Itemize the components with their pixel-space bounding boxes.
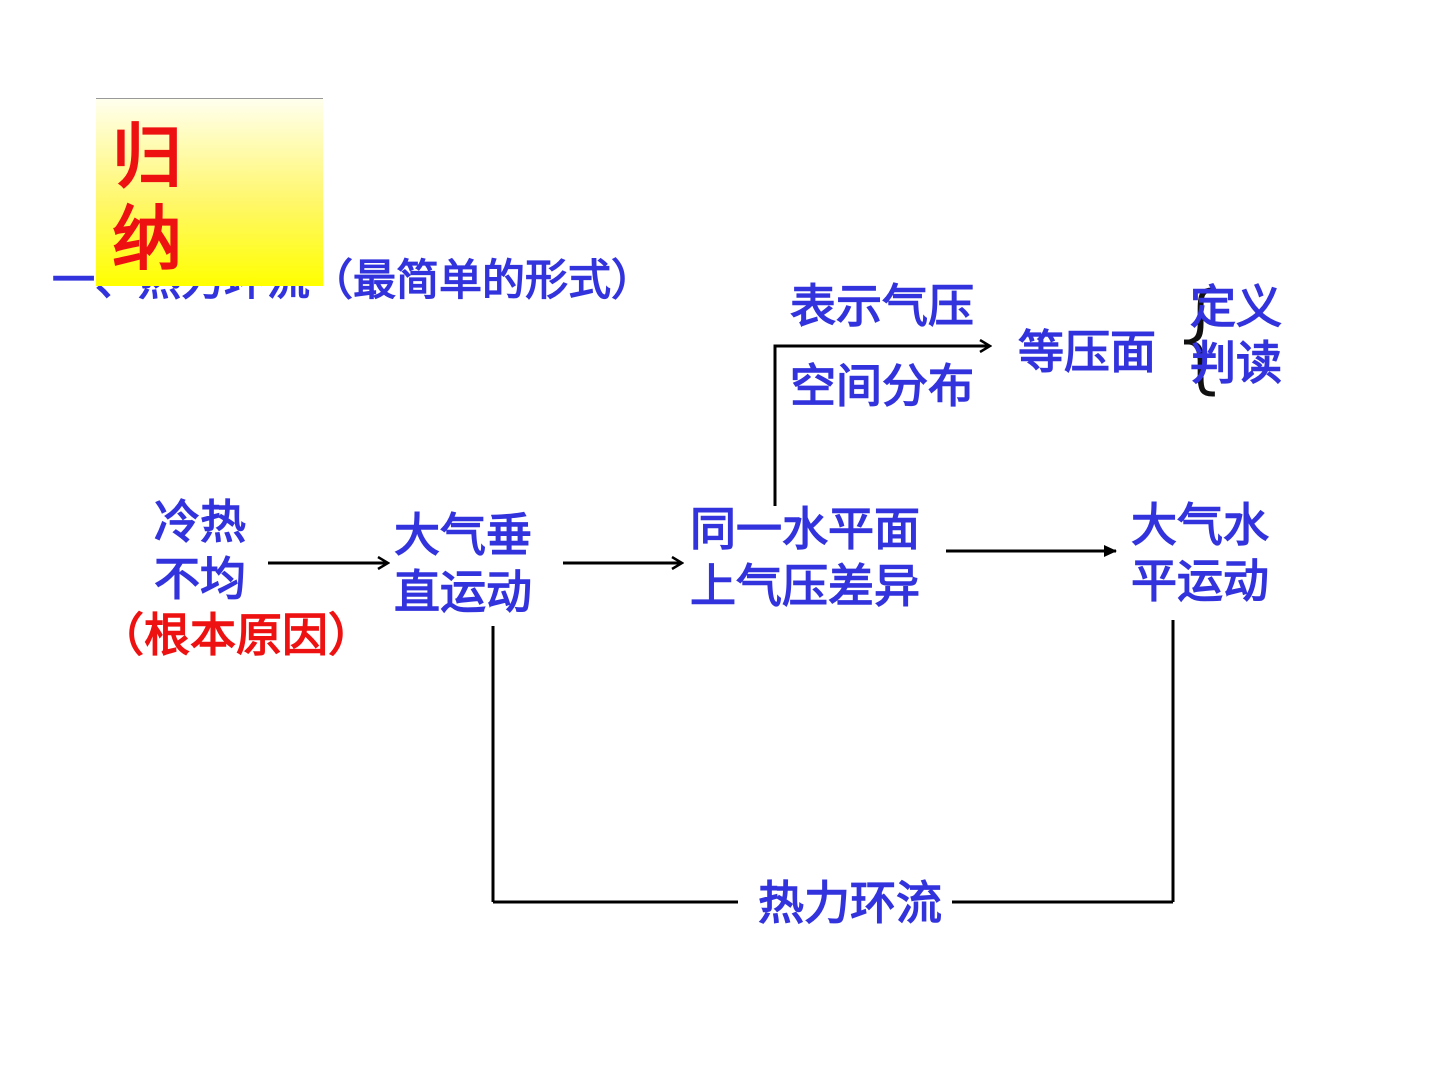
cause-note: （根本原因）: [98, 608, 374, 662]
vertical-motion-line1: 大气垂: [394, 508, 532, 562]
pressure-diff-line1: 同一水平面: [690, 502, 920, 556]
vertical-motion-line2: 直运动: [394, 565, 532, 619]
repr-label-top: 表示气压: [790, 279, 974, 333]
repr-label-bottom: 空间分布: [790, 359, 974, 413]
pressure-diff-line2: 上气压差异: [690, 559, 920, 613]
cause-line1: 冷热: [154, 495, 246, 549]
isobaric-surface: 等压面: [1018, 325, 1156, 379]
thermal-circulation-label: 热力环流: [758, 876, 942, 930]
brace-item-definition: 定义: [1190, 280, 1282, 334]
brace-symbol: {: [1164, 267, 1240, 405]
summary-badge: 归 纳: [96, 98, 323, 286]
badge-char-2: 纳: [112, 198, 182, 280]
horizontal-motion-line2: 平运动: [1131, 554, 1269, 608]
brace-item-interpretation: 判读: [1190, 336, 1282, 390]
badge-char-1: 归: [112, 116, 182, 198]
horizontal-motion-line1: 大气水: [1131, 498, 1269, 552]
cause-line2: 不均: [154, 552, 246, 606]
arrow-pressure-to-isobaric: [773, 346, 990, 506]
